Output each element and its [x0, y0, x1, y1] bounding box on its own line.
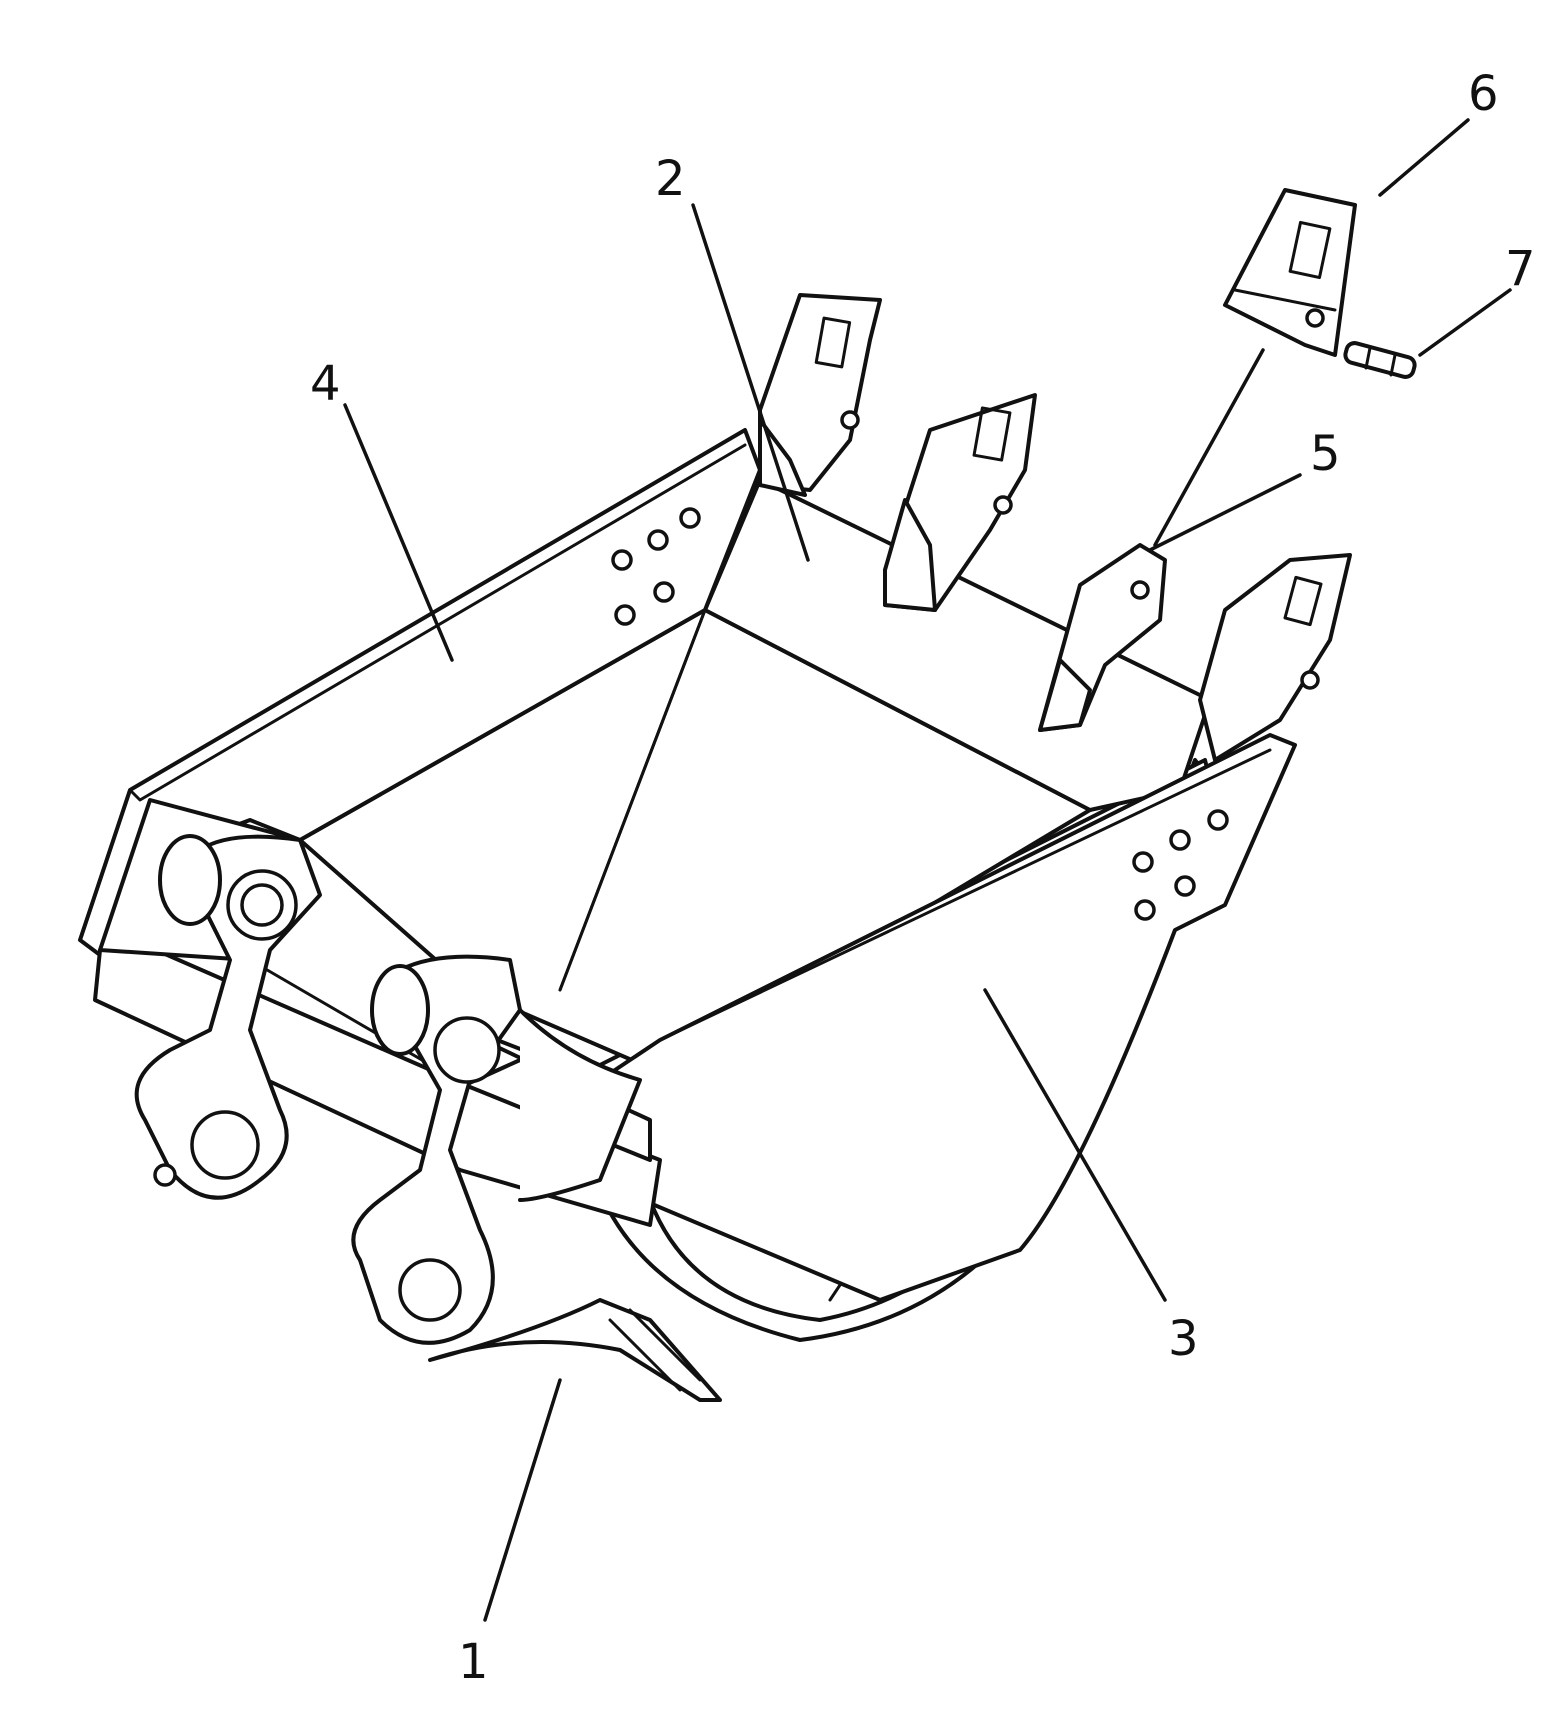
boss-bracket-right — [351, 954, 642, 1345]
callout-numbers: 1 2 3 4 5 6 7 — [310, 66, 1536, 1690]
tooth-point — [1223, 188, 1357, 357]
boss-bracket-left — [134, 834, 322, 1200]
leader-2 — [691, 203, 810, 562]
leader-1 — [483, 1378, 562, 1622]
side-plate-right — [593, 733, 1297, 1302]
leader-5 — [1148, 473, 1302, 552]
cutting-edge-plate — [703, 478, 1212, 812]
adapter-2 — [883, 393, 1037, 612]
adapter-3-bare — [1038, 543, 1167, 732]
leader-7 — [1418, 288, 1512, 357]
adapter-1 — [758, 293, 882, 497]
callout-7: 7 — [1505, 241, 1536, 297]
leader-5b — [1153, 348, 1265, 547]
callout-3: 3 — [1168, 1311, 1199, 1367]
callout-2: 2 — [655, 151, 686, 207]
callout-1: 1 — [458, 1634, 489, 1690]
leader-6 — [1378, 118, 1470, 197]
callout-5: 5 — [1310, 426, 1341, 482]
tooth-pin — [1343, 341, 1417, 379]
bucket-base — [428, 1298, 722, 1402]
leader-lines — [343, 118, 1512, 1622]
callout-6: 6 — [1468, 66, 1499, 122]
callout-4: 4 — [310, 356, 341, 412]
leader-4 — [343, 403, 454, 662]
adapter-4 — [1198, 553, 1352, 762]
leader-3 — [983, 988, 1167, 1302]
